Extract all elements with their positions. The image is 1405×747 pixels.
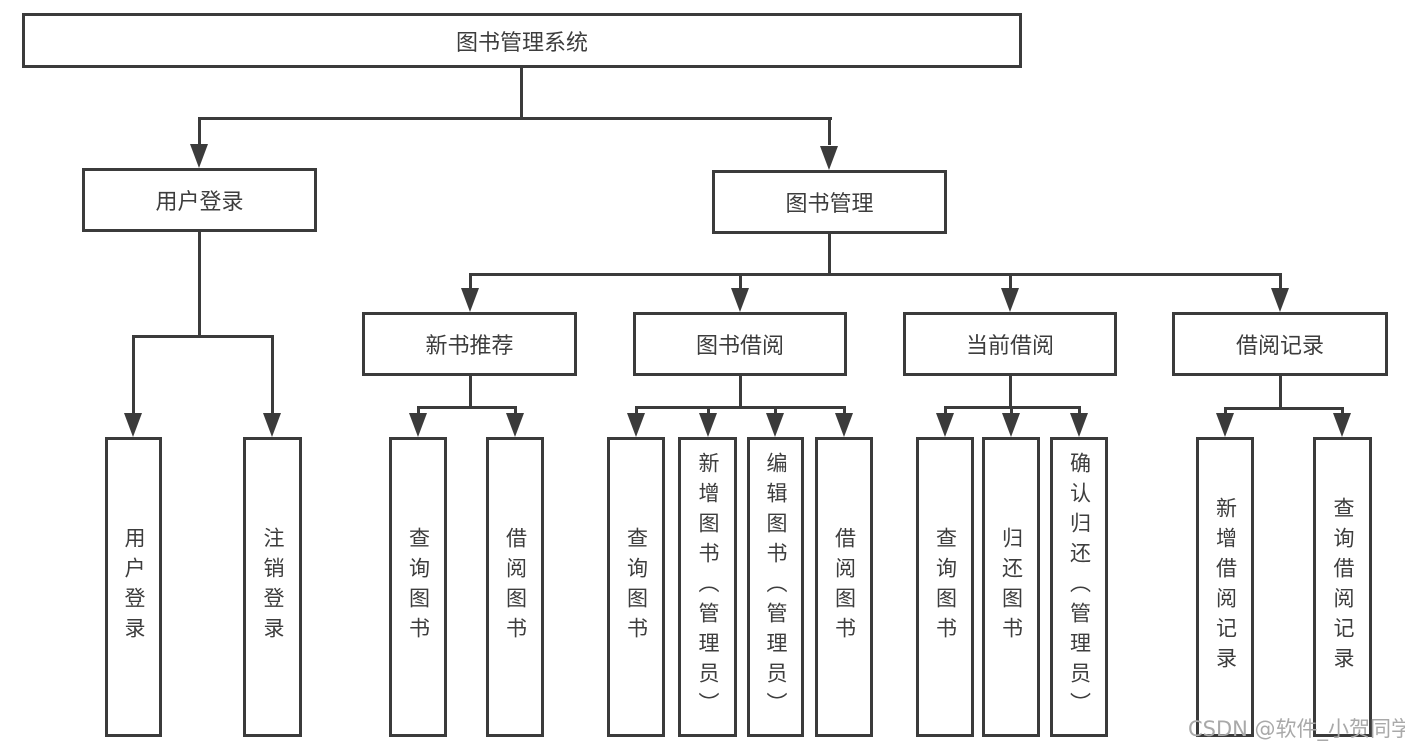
leaf-label: 确认归还（管理员）	[1067, 452, 1092, 722]
connector-line	[843, 406, 846, 416]
arrow-down-icon	[461, 288, 479, 312]
arrow-down-icon	[190, 144, 208, 168]
arrow-down-icon	[1271, 288, 1289, 312]
connector-line	[1224, 407, 1227, 416]
connector-line	[1078, 406, 1081, 416]
leaf-label: 查询图书	[406, 527, 431, 647]
connector-line	[1279, 375, 1282, 410]
leaf-query-books-borrowing: 查询图书	[607, 437, 665, 737]
connector-line	[828, 234, 831, 276]
leaf-add-book-admin: 新增图书（管理员）	[678, 437, 737, 737]
leaf-label: 查询图书	[933, 527, 958, 647]
leaf-label: 编辑图书（管理员）	[764, 452, 789, 722]
connector-line	[1341, 407, 1344, 416]
arrow-down-icon	[263, 413, 281, 437]
connector-line	[198, 232, 201, 338]
node-label: 借阅记录	[1235, 334, 1324, 359]
connector-line	[417, 406, 517, 409]
leaf-return-book: 归还图书	[982, 437, 1040, 737]
arrow-down-icon	[731, 288, 749, 312]
arrow-down-icon	[1002, 413, 1020, 437]
arrow-down-icon	[766, 413, 784, 437]
connector-line	[469, 376, 472, 409]
connector-line	[944, 406, 947, 416]
leaf-query-borrow-record: 查询借阅记录	[1313, 437, 1372, 737]
leaf-edit-book-admin: 编辑图书（管理员）	[747, 437, 804, 737]
leaf-borrow-books-borrowing: 借阅图书	[815, 437, 873, 737]
connector-line	[1009, 273, 1012, 291]
leaf-label: 注销登录	[261, 527, 286, 647]
arrow-down-icon	[124, 413, 142, 437]
node-current-borrowing: 当前借阅	[903, 312, 1117, 376]
node-label: 用户登录	[155, 190, 244, 215]
connector-line	[132, 335, 135, 415]
arrow-down-icon	[835, 413, 853, 437]
connector-line	[132, 335, 274, 338]
node-book-management: 图书管理	[712, 170, 947, 234]
leaf-label: 查询借阅记录	[1331, 497, 1356, 677]
connector-line	[1279, 273, 1282, 291]
leaf-label: 用户登录	[122, 527, 147, 647]
leaf-logout: 注销登录	[243, 437, 302, 737]
arrow-down-icon	[1001, 288, 1019, 312]
csdn-watermark: CSDN @软件_小贺同学	[1188, 717, 1405, 741]
node-label: 新书推荐	[425, 334, 514, 359]
arrow-down-icon	[699, 413, 717, 437]
node-label: 图书管理系统	[455, 30, 588, 56]
connector-line	[739, 273, 742, 291]
node-new-book-recommendation: 新书推荐	[362, 312, 577, 376]
arrow-down-icon	[1333, 413, 1351, 437]
connector-line	[198, 117, 201, 145]
connector-line	[1224, 407, 1344, 410]
node-borrowing-records: 借阅记录	[1172, 312, 1388, 376]
leaf-label: 新增借阅记录	[1213, 497, 1238, 677]
leaf-query-books-current: 查询图书	[916, 437, 974, 737]
connector-line	[1009, 376, 1012, 409]
arrow-down-icon	[506, 413, 524, 437]
connector-line	[1010, 406, 1013, 416]
node-label: 图书管理	[785, 192, 874, 217]
connector-line	[469, 273, 472, 291]
leaf-label: 归还图书	[999, 527, 1024, 647]
connector-line	[707, 406, 710, 416]
leaf-label: 借阅图书	[832, 527, 857, 647]
connector-line	[514, 406, 517, 416]
node-library-management-system: 图书管理系统	[22, 13, 1022, 68]
connector-line	[635, 406, 638, 416]
arrow-down-icon	[1216, 413, 1234, 437]
leaf-label: 新增图书（管理员）	[696, 452, 721, 722]
connector-line	[198, 117, 832, 120]
connector-line	[520, 68, 523, 120]
node-label: 图书借阅	[695, 334, 784, 359]
arrow-down-icon	[936, 413, 954, 437]
connector-line	[739, 376, 742, 409]
arrow-down-icon	[1070, 413, 1088, 437]
node-label: 当前借阅	[965, 334, 1054, 359]
arrow-down-icon	[409, 413, 427, 437]
node-book-borrowing: 图书借阅	[633, 312, 847, 376]
leaf-borrow-books-recommend: 借阅图书	[486, 437, 544, 737]
leaf-query-books-recommend: 查询图书	[389, 437, 447, 737]
leaf-label: 查询图书	[624, 527, 649, 647]
connector-line	[417, 406, 420, 416]
leaf-add-borrow-record: 新增借阅记录	[1196, 437, 1254, 737]
connector-line	[828, 117, 831, 145]
connector-line	[469, 273, 1282, 276]
connector-line	[635, 406, 846, 409]
connector-line	[271, 335, 274, 415]
leaf-user-login: 用户登录	[105, 437, 162, 737]
leaf-confirm-return-admin: 确认归还（管理员）	[1050, 437, 1108, 737]
connector-line	[774, 406, 777, 416]
node-user-login: 用户登录	[82, 168, 317, 232]
arrow-down-icon	[627, 413, 645, 437]
arrow-down-icon	[820, 146, 838, 170]
leaf-label: 借阅图书	[503, 527, 528, 647]
